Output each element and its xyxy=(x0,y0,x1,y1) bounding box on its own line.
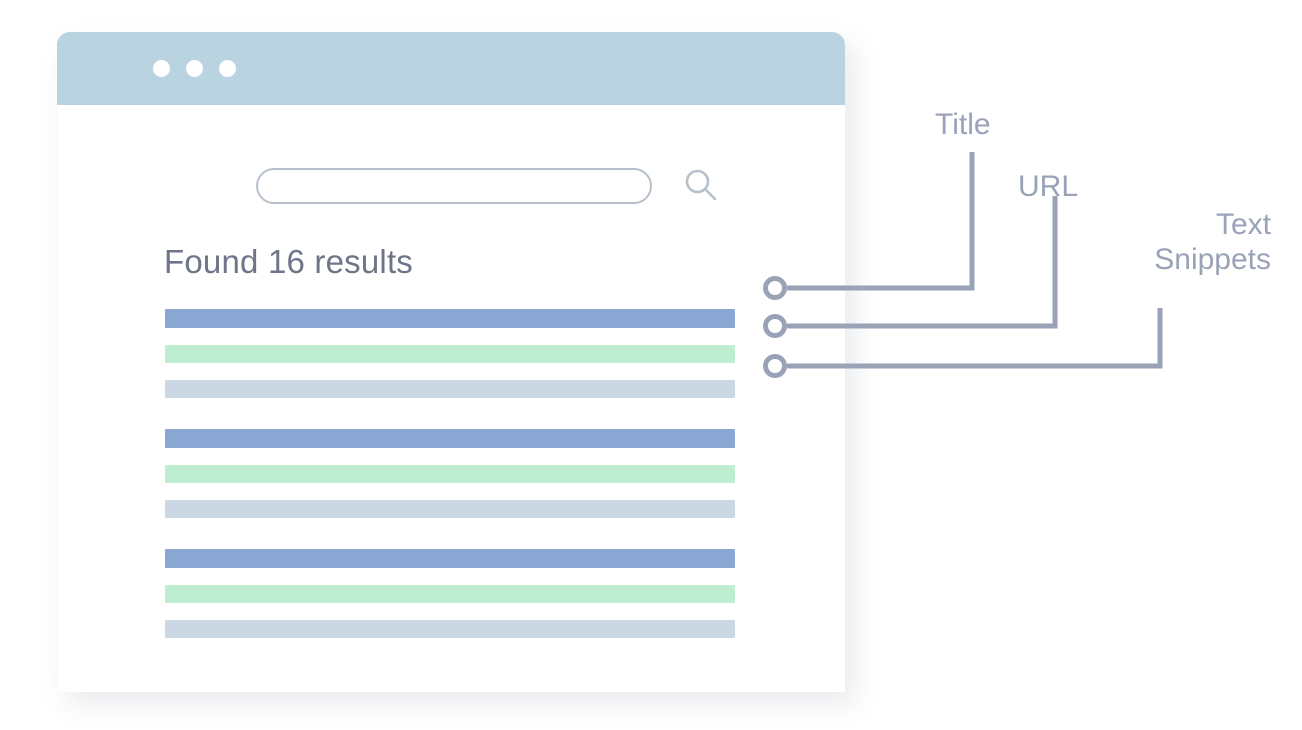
result-item[interactable] xyxy=(165,549,735,638)
result-item[interactable] xyxy=(165,429,735,518)
browser-content: Found 16 results xyxy=(57,105,845,692)
annotation-label-snippets: Text Snippets xyxy=(1129,208,1271,278)
result-snippet-bar xyxy=(165,620,735,638)
browser-titlebar xyxy=(57,32,845,105)
maximize-dot-icon[interactable] xyxy=(219,60,236,77)
window-edge-fade xyxy=(819,105,845,692)
search-icon xyxy=(681,165,721,208)
results-list xyxy=(165,309,735,638)
annotation-label-snippets-line2: Snippets xyxy=(1154,242,1271,276)
traffic-light-dots xyxy=(153,60,236,77)
annotation-label-title: Title xyxy=(935,108,991,141)
result-title-bar xyxy=(165,309,735,328)
annotation-label-url: URL xyxy=(1018,170,1079,203)
results-heading: Found 16 results xyxy=(164,243,414,280)
result-url-bar xyxy=(165,345,735,363)
result-item[interactable] xyxy=(165,309,735,398)
result-url-bar xyxy=(165,585,735,603)
minimize-dot-icon[interactable] xyxy=(186,60,203,77)
search-input[interactable] xyxy=(256,168,652,204)
search-button[interactable] xyxy=(678,163,724,209)
close-dot-icon[interactable] xyxy=(153,60,170,77)
result-snippet-bar xyxy=(165,500,735,518)
annotation-label-snippets-line1: Text xyxy=(1215,208,1271,241)
browser-window: Found 16 results xyxy=(57,32,845,692)
result-snippet-bar xyxy=(165,380,735,398)
search-bar xyxy=(256,163,724,209)
result-url-bar xyxy=(165,465,735,483)
result-title-bar xyxy=(165,549,735,568)
result-title-bar xyxy=(165,429,735,448)
